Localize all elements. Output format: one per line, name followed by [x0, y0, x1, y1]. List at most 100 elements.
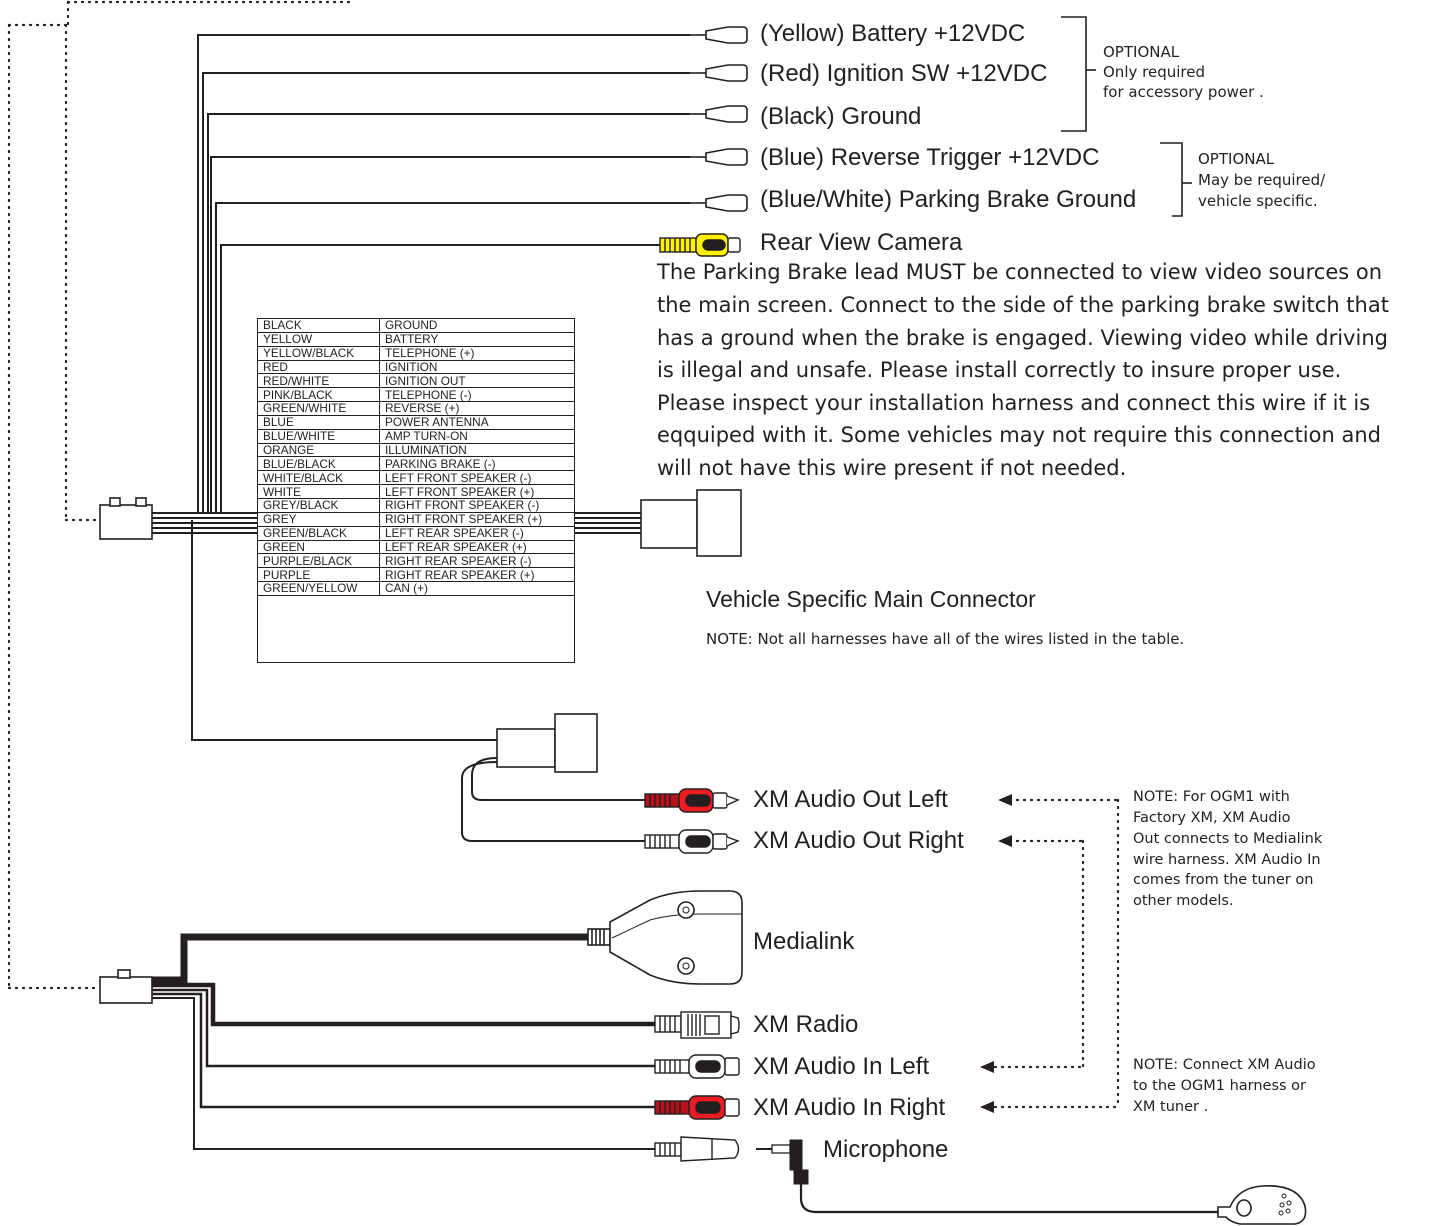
wire-function-cell: TELEPHONE (-) — [379, 387, 574, 403]
xm-out-wires — [461, 757, 645, 842]
main-connector-note: NOTE: Not all harnesses have all of the … — [706, 630, 1185, 648]
rca-plug-icon — [659, 233, 741, 257]
xm-radio-connector-icon — [654, 1011, 740, 1039]
xm-audio-out-right-label: XM Audio Out Right — [753, 827, 964, 854]
rca-jack-icon — [654, 1095, 740, 1120]
wire-color-cell: BLACK — [258, 319, 380, 333]
parking-note-line: will not have this wire present if not n… — [657, 456, 1127, 480]
battery-label: (Yellow) Battery +12VDC — [760, 20, 1026, 47]
wire-function-cell: AMP TURN-ON — [379, 429, 574, 444]
microphone-icon — [1217, 1185, 1307, 1225]
optional-text-2a: May be required/ — [1198, 171, 1326, 189]
parking-note-line: the main screen. Connect to the side of … — [657, 293, 1389, 317]
wire-color-cell: PURPLE — [258, 567, 380, 583]
wire-color-cell: GREEN/BLACK — [258, 526, 380, 541]
wire-function-cell: TELEPHONE (+) — [379, 346, 574, 361]
ground-label: (Black) Ground — [760, 103, 922, 130]
wire-color-cell: BLUE/WHITE — [258, 429, 380, 444]
wire-function-cell: PARKING BRAKE (-) — [379, 456, 574, 472]
wire-color-cell: PURPLE/BLACK — [258, 553, 380, 569]
parking-note-line: eqquiped with it. Some vehicles may not … — [657, 423, 1381, 447]
parking-note-line: is illegal and unsafe. Please install co… — [657, 358, 1342, 382]
optional-text-1b: for accessory power . — [1103, 83, 1264, 101]
wire-color-cell: BLUE — [258, 415, 380, 430]
wire-function-cell: RIGHT REAR SPEAKER (-) — [379, 553, 574, 569]
wire-color-cell: GREEN — [258, 540, 380, 555]
mic-jack-icon — [654, 1136, 740, 1162]
xm-audio-in-left-label: XM Audio In Left — [753, 1053, 930, 1080]
spade-terminal-icon — [689, 148, 748, 166]
wire-color-cell: RED/WHITE — [258, 373, 380, 389]
wire-function-cell: BATTERY — [379, 332, 574, 347]
wire-function-cell: CAN (+) — [379, 581, 574, 596]
spade-terminal-icon — [689, 105, 748, 123]
xm-audio-out-left-label: XM Audio Out Left — [753, 786, 948, 813]
wire-color-cell: ORANGE — [258, 443, 380, 458]
wire-color-cell: GREY/BLACK — [258, 498, 380, 513]
ogm1-note-line: wire harness. XM Audio In — [1133, 852, 1321, 868]
wire-color-cell: GREEN/WHITE — [258, 401, 380, 416]
wire-color-cell: WHITE/BLACK — [258, 470, 380, 486]
wire-color-cell: WHITE — [258, 484, 380, 499]
optional-text-2b: vehicle specific. — [1198, 192, 1318, 210]
ogm1-note-line: Factory XM, XM Audio — [1133, 810, 1291, 826]
ogm1-note-line: Out connects to Medialink — [1133, 831, 1323, 847]
ogm1-note-line: NOTE: For OGM1 with — [1133, 789, 1290, 805]
wire-function-cell: RIGHT FRONT SPEAKER (+) — [379, 512, 574, 527]
optional-bracket — [1061, 16, 1192, 217]
wire-color-cell: YELLOW/BLACK — [258, 346, 380, 361]
parking-brake-label: (Blue/White) Parking Brake Ground — [760, 186, 1137, 213]
parking-note-line: has a ground when the brake is engaged. … — [657, 326, 1388, 350]
wire-function-cell: RIGHT FRONT SPEAKER (-) — [379, 498, 574, 513]
wire-function-cell: LEFT REAR SPEAKER (+) — [379, 540, 574, 555]
wire-color-cell: GREY — [258, 512, 380, 527]
spade-terminal-icon — [689, 64, 748, 82]
harness-connector-icon — [99, 969, 153, 1004]
wire-function-cell: LEFT REAR SPEAKER (-) — [379, 526, 574, 541]
parking-note-line: Please inspect your installation harness… — [657, 391, 1371, 415]
wire-function-cell: LEFT FRONT SPEAKER (+) — [379, 484, 574, 499]
main-connector-title: Vehicle Specific Main Connector — [706, 586, 1036, 612]
wire-function-cell: IGNITION — [379, 360, 574, 375]
rca-plug-icon — [644, 829, 740, 854]
medialink-label: Medialink — [753, 928, 855, 955]
rca-jack-icon — [654, 1054, 740, 1079]
wire-function-cell: REVERSE (+) — [379, 401, 574, 416]
medialink-box-icon — [587, 890, 743, 985]
mic-plug-icon — [756, 1139, 1218, 1214]
optional-title-2: OPTIONAL — [1198, 150, 1275, 168]
wire-color-cell: GREEN/YELLOW — [258, 581, 380, 596]
wire-color-cell: BLUE/BLACK — [258, 456, 380, 472]
wire-function-cell: ILLUMINATION — [379, 443, 574, 458]
xm-out-connector-icon — [496, 713, 598, 773]
spade-terminal-icon — [689, 26, 748, 44]
wire-color-cell: RED — [258, 360, 380, 375]
ogm1-note-line: other models. — [1133, 893, 1234, 909]
microphone-label: Microphone — [823, 1136, 949, 1163]
spade-terminal-icon — [689, 194, 748, 212]
connect-note-line: to the OGM1 harness or — [1133, 1078, 1307, 1094]
rear-camera-label: Rear View Camera — [760, 229, 963, 256]
optional-title-1: OPTIONAL — [1103, 43, 1180, 61]
parking-note-line: The Parking Brake lead MUST be connected… — [657, 260, 1383, 284]
connect-note-line: NOTE: Connect XM Audio — [1133, 1057, 1316, 1073]
